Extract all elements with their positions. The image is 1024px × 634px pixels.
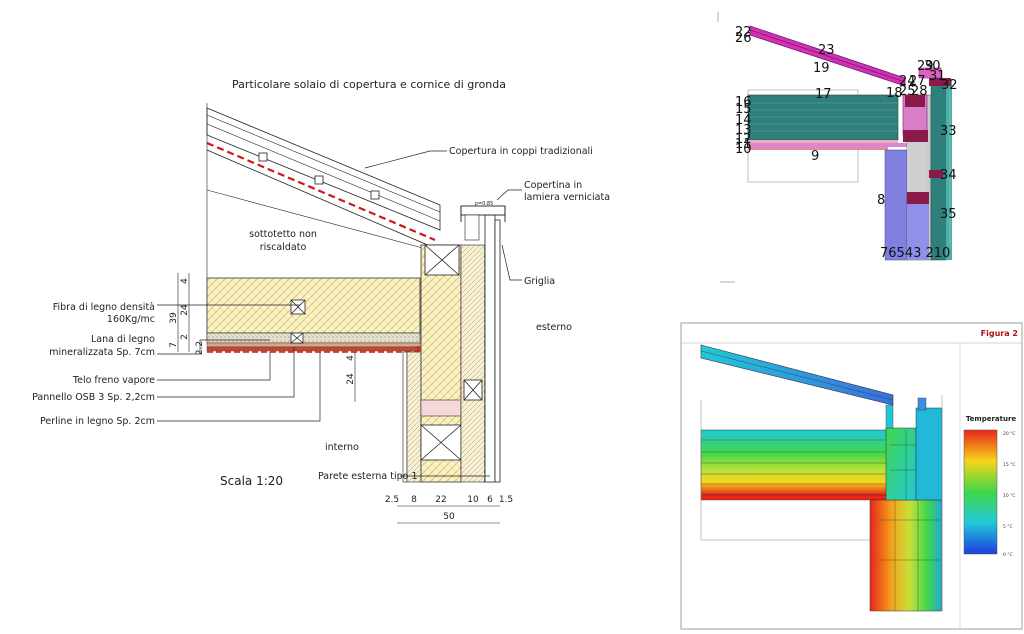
dim-h-6: 1.5 [499, 495, 513, 505]
dim-v-6: 2.2 [195, 341, 205, 355]
fiber-label-1: Fibra di legno densità [53, 302, 155, 313]
scale-label: Scala 1:20 [220, 474, 283, 488]
wool-label-1: Lana di legno [91, 334, 155, 345]
attic-label-1: sottotetto non [249, 229, 317, 240]
legend-tick-20: 20 °C [1003, 431, 1016, 437]
num-9: 9 [811, 149, 819, 164]
num-10: 10 [735, 142, 752, 157]
num-22: 22 [735, 25, 752, 40]
num-25: 25 [899, 84, 916, 99]
num-30: 30 [924, 59, 941, 74]
dim-v-1: 4 [180, 278, 190, 284]
num-33: 33 [940, 124, 957, 139]
legend-tick-15: 15 °C [1003, 462, 1016, 468]
legend-title: Temperature [966, 415, 1017, 423]
coping-label-1: Copertina in [524, 180, 582, 191]
vapour-label: Telo freno vapore [72, 375, 155, 386]
num-29: 29 [917, 59, 934, 74]
roof-cover-label: Copertura in coppi tradizionali [449, 146, 593, 157]
dim-v-8: 24 [346, 373, 356, 385]
material-model: 22 26 16 15 14 13 12 11 10 23 19 17 9 8 … [717, 12, 958, 283]
legend-tick-10: 10 °C [1003, 493, 1016, 499]
num-12: 12 [735, 132, 752, 147]
vertical-dimensions: 4 24 39 2 7 2.2 4 24 [169, 273, 356, 402]
model-numbers: 22 26 16 15 14 13 12 11 10 23 19 17 9 8 … [735, 25, 958, 261]
horizontal-dimensions: 2.5 8 22 10 6 1.5 50 [385, 495, 513, 524]
num-28: 28 [911, 84, 928, 99]
num-35: 35 [940, 207, 957, 222]
legend-color-bar [963, 429, 998, 555]
num-23: 23 [818, 43, 835, 58]
dim-h-2: 8 [411, 495, 417, 505]
dim-h-1: 2.5 [385, 495, 399, 505]
dim-v-7: 4 [346, 355, 356, 361]
num-32: 32 [941, 78, 958, 93]
dim-v-4: 2 [180, 334, 190, 340]
num-31: 31 [929, 69, 946, 84]
legend-ticks: 20 °C 15 °C 10 °C 5 °C 0 °C [1003, 431, 1016, 558]
osb-label: Pannello OSB 3 Sp. 2,2cm [32, 392, 155, 403]
num-11: 11 [735, 137, 752, 152]
dim-h-4: 10 [467, 495, 479, 505]
dim-v-3: 39 [169, 312, 179, 324]
wall-type-label: Parete esterna tipo 1 [318, 471, 418, 482]
num-8: 8 [877, 193, 885, 208]
num-16: 16 [735, 95, 752, 110]
wool-label-2: mineralizzata Sp. 7cm [49, 347, 155, 358]
dim-h-3: 22 [435, 495, 446, 505]
num-24: 24 [899, 74, 916, 89]
num-27: 27 [909, 74, 926, 89]
drawing-labels: Copertura in coppi tradizionali Copertin… [32, 146, 610, 488]
wall-section: p=0.85 [402, 201, 506, 483]
roof-section [206, 103, 441, 340]
dim-v-5: 7 [169, 342, 179, 348]
num-14: 14 [735, 113, 752, 128]
slope-mark: p=0.85 [475, 201, 494, 207]
num-17: 17 [815, 87, 832, 102]
num-18: 18 [886, 86, 903, 101]
interior-label: interno [325, 442, 359, 453]
dim-v-2: 24 [180, 304, 190, 316]
cad-detail: Particolare solaio di copertura e cornic… [32, 78, 610, 524]
num-bottom: 76543 210 [880, 246, 950, 261]
num-19: 19 [813, 61, 830, 76]
legend-tick-5: 5 °C [1003, 524, 1013, 530]
num-15: 15 [735, 102, 752, 117]
figure-label: Figura 2 [981, 329, 1018, 338]
coping-label-2: lamiera verniciata [524, 192, 610, 203]
legend-tick-0: 0 °C [1003, 552, 1013, 558]
drawing-title: Particolare solaio di copertura e cornic… [232, 78, 506, 91]
fiber-label-2: 160Kg/mc [107, 314, 155, 325]
planks-label: Perline in legno Sp. 2cm [40, 416, 155, 427]
attic-label-2: riscaldato [260, 242, 307, 253]
ceiling-slab [206, 277, 466, 353]
dim-total: 50 [443, 512, 455, 522]
exterior-label: esterno [536, 322, 572, 333]
num-26: 26 [735, 31, 752, 46]
num-13: 13 [735, 123, 752, 138]
grille-label: Griglia [524, 276, 555, 287]
leader-lines [157, 150, 522, 477]
dim-h-5: 6 [487, 495, 493, 505]
thermal-figure: Figura 2 Temperature 20 °C 15 °C [680, 322, 1023, 630]
num-34: 34 [940, 168, 957, 183]
